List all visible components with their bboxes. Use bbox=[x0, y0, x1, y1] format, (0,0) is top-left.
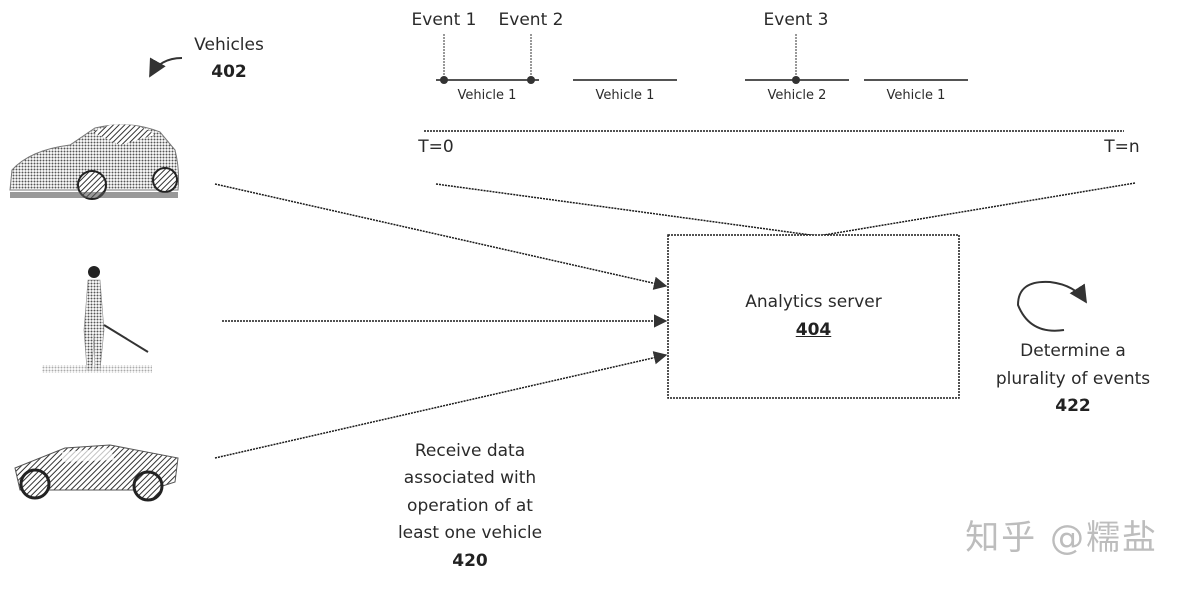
segment-2-label: Vehicle 1 bbox=[595, 88, 655, 103]
event-1-marker bbox=[440, 34, 448, 84]
receive-line-3: operation of at bbox=[407, 496, 533, 516]
receive-line-1: Receive data bbox=[414, 441, 526, 461]
segment-1-label: Vehicle 1 bbox=[457, 88, 517, 103]
determine-line-2: plurality of events bbox=[995, 369, 1151, 389]
event-1-label: Event 1 bbox=[411, 10, 477, 30]
receive-line-2: associated with bbox=[403, 468, 537, 488]
determine-ref: 422 bbox=[1055, 396, 1091, 416]
event-3-marker bbox=[792, 34, 800, 84]
truck-to-server-arrow bbox=[214, 351, 668, 459]
car-to-server-arrow bbox=[214, 183, 668, 290]
server-label: Analytics server bbox=[745, 292, 882, 312]
segment-3-label: Vehicle 2 bbox=[767, 88, 827, 103]
time-end-label: T=n bbox=[1104, 137, 1140, 157]
receive-line-4: least one vehicle bbox=[397, 523, 543, 543]
event-3-label: Event 3 bbox=[763, 10, 829, 30]
receive-ref: 420 bbox=[452, 551, 488, 571]
segment-4-label: Vehicle 1 bbox=[886, 88, 946, 103]
event-2-label: Event 2 bbox=[498, 10, 564, 30]
funnel-left-line bbox=[435, 183, 819, 237]
pedestrian-with-cane-icon bbox=[42, 266, 152, 373]
vehicles-pointer-arrow bbox=[149, 57, 183, 78]
vehicles-label: Vehicles bbox=[194, 35, 264, 55]
funnel-right-line bbox=[817, 182, 1136, 237]
server-ref: 404 bbox=[795, 320, 832, 340]
determine-loop-arrow bbox=[1016, 280, 1087, 332]
analytics-server-box bbox=[667, 234, 960, 399]
determine-line-1: Determine a bbox=[1020, 341, 1126, 361]
time-start-label: T=0 bbox=[418, 137, 454, 157]
vehicles-ref: 402 bbox=[211, 62, 247, 82]
event-2-marker bbox=[527, 34, 535, 84]
pickup-truck-icon bbox=[14, 444, 179, 502]
watermark: 知乎 @糯盐 bbox=[965, 518, 1158, 558]
sedan-car-icon bbox=[9, 124, 180, 200]
